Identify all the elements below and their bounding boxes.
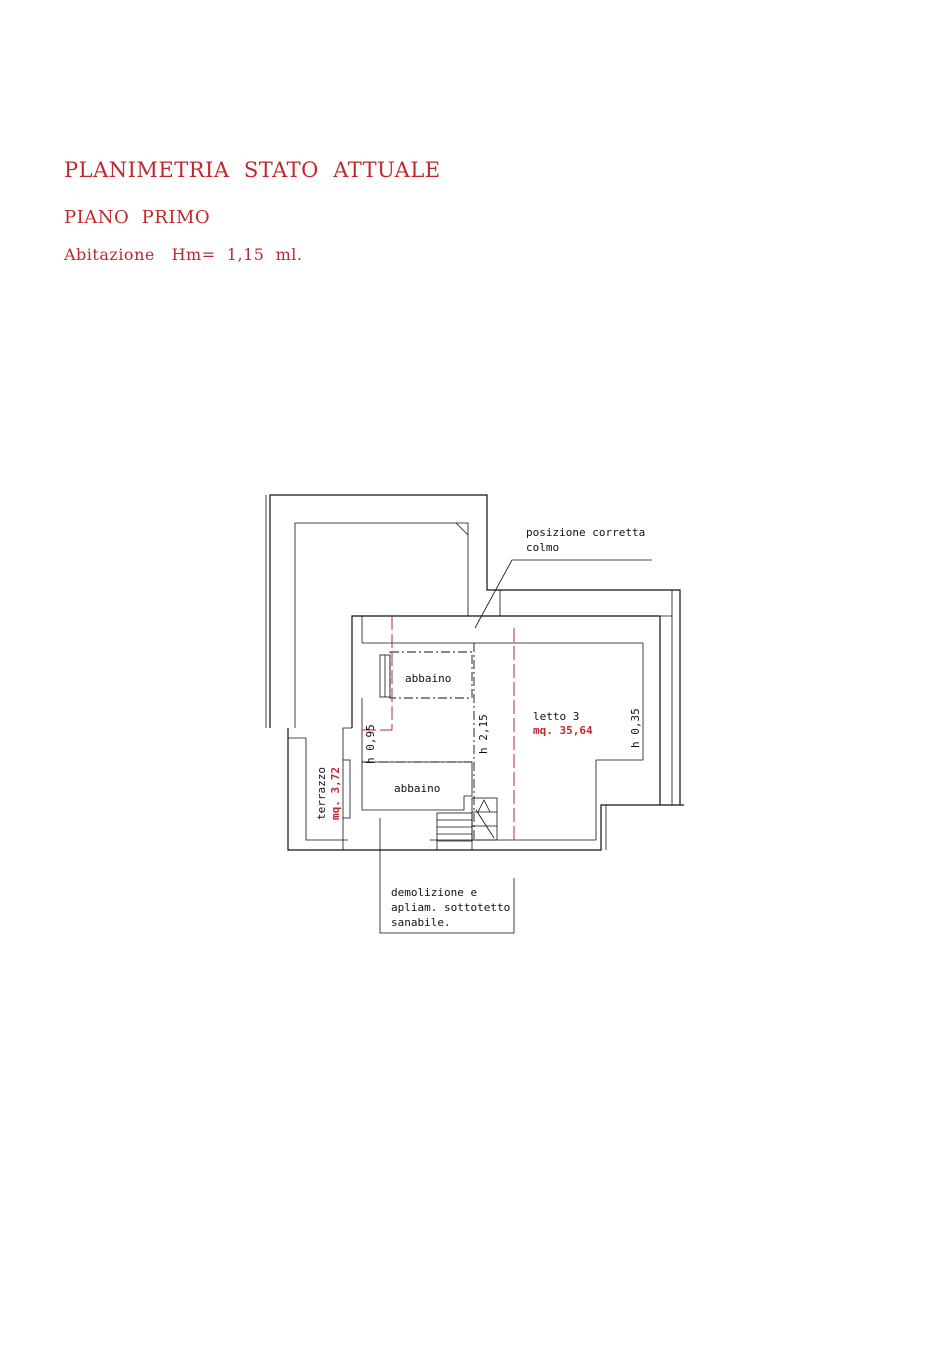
page-title: PLANIMETRIA STATO ATTUALE xyxy=(64,158,441,182)
letto-label: letto 3 xyxy=(533,710,579,723)
dwelling-info: Abitazione Hm= 1,15 ml. xyxy=(64,245,303,264)
letto-area: mq. 35,64 xyxy=(533,724,593,737)
ridge-note-leader xyxy=(474,559,652,629)
demolition-note-line-3: sanabile. xyxy=(391,916,451,929)
demolition-note-line-1: demolizione e xyxy=(391,886,477,899)
ridge-note-line-2: colmo xyxy=(526,541,559,554)
height-label-2: h 2,15 xyxy=(477,714,490,754)
floor-subtitle: PIANO PRIMO xyxy=(64,207,211,228)
demolition-note-line-2: apliam. sottotetto xyxy=(391,901,510,914)
terrazzo-label: terrazzo xyxy=(315,767,328,820)
main-walls xyxy=(287,615,684,851)
terrazzo-area: mq. 3,72 xyxy=(329,767,342,820)
roof-block xyxy=(265,494,681,805)
stairs xyxy=(436,797,498,851)
demolition-note-box xyxy=(379,818,515,934)
abbaino-upper-label: abbaino xyxy=(405,672,451,685)
abbaino-upper-outline xyxy=(389,651,473,699)
height-label-3: h 0,35 xyxy=(629,708,642,748)
height-label-1: h 0,95 xyxy=(364,724,377,764)
ridge-note-line-1: posizione corretta xyxy=(526,526,645,539)
abbaino-lower-label: abbaino xyxy=(394,782,440,795)
